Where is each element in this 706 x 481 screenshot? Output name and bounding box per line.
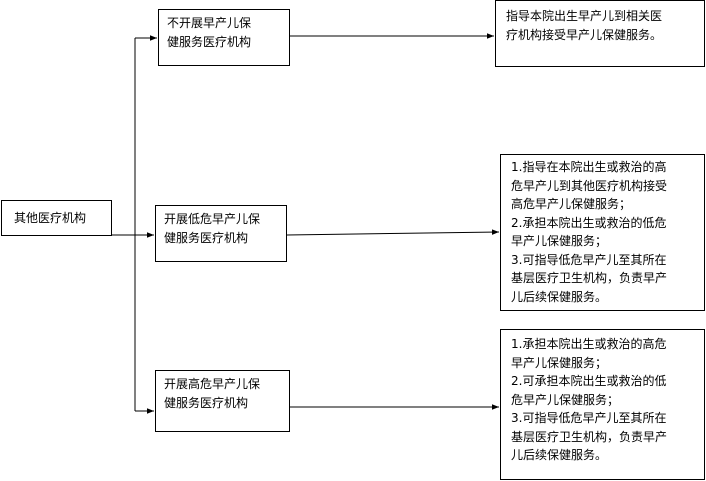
action-1-line-1: 指导本院出生早产儿到相关医 [506,9,663,23]
action-3-line-6: 基层医疗卫生机构，负责早产 [511,429,668,444]
action-3-line-1: 1.承担本院出生或救治的高危 [511,337,667,351]
action-2-line-4: 2.承担本院出生或救治的低危 [511,215,667,230]
action-2-line-2: 危早产儿到其他医疗机构接受 [511,178,668,193]
action-3-line-2: 早产儿保健服务； [511,355,608,370]
category-2-line-1: 开展低危早产儿保 [164,212,261,226]
action-2-line-6: 3.可指导低危早产儿至其所在 [511,252,667,267]
action-1-line-2: 疗机构接受早产儿保健服务。 [506,28,663,42]
action-3-line-4: 危早产儿保健服务； [511,392,620,407]
category-1-line-2: 健服务医疗机构 [167,35,252,49]
arrow-to-actions-2 [286,229,500,236]
category-3-line-1: 开展高危早产儿保 [164,377,261,391]
action-2-line-7: 基层医疗卫生机构，负责早产 [511,271,668,285]
category-node-2: 开展低危早产儿保 健服务医疗机构 [155,205,287,262]
action-3-line-3: 2.可承担本院出生或救治的低 [511,374,667,388]
action-2-line-8: 儿后续保健服务。 [511,289,608,304]
action-3-line-7: 儿后续保健服务。 [511,448,608,462]
category-2-line-2: 健服务医疗机构 [164,231,249,245]
action-node-1: 指导本院出生早产儿到相关医 疗机构接受早产儿保健服务。 [495,0,705,67]
action-2-line-3: 高危早产儿保健服务； [511,197,632,211]
action-node-3: 1.承担本院出生或救治的高危 早产儿保健服务； 2.可承担本院出生或救治的低 危… [500,329,705,480]
category-3-line-2: 健服务医疗机构 [164,396,249,410]
category-node-1: 不开展早产儿保 健服务医疗机构 [158,9,290,66]
root-node: 其他医疗机构 [1,200,112,236]
action-3-line-5: 3.可指导低危早产儿至其所在 [511,411,667,425]
action-2-line-5: 早产儿保健服务； [511,234,608,248]
action-node-2: 1.指导在本院出生或救治的高 危早产儿到其他医疗机构接受 高危早产儿保健服务； … [500,154,705,311]
action-2-line-1: 1.指导在本院出生或救治的高 [511,160,667,174]
root-label: 其他医疗机构 [14,210,87,225]
category-node-3: 开展高危早产儿保 健服务医疗机构 [155,370,290,432]
category-1-line-1: 不开展早产儿保 [167,16,252,30]
